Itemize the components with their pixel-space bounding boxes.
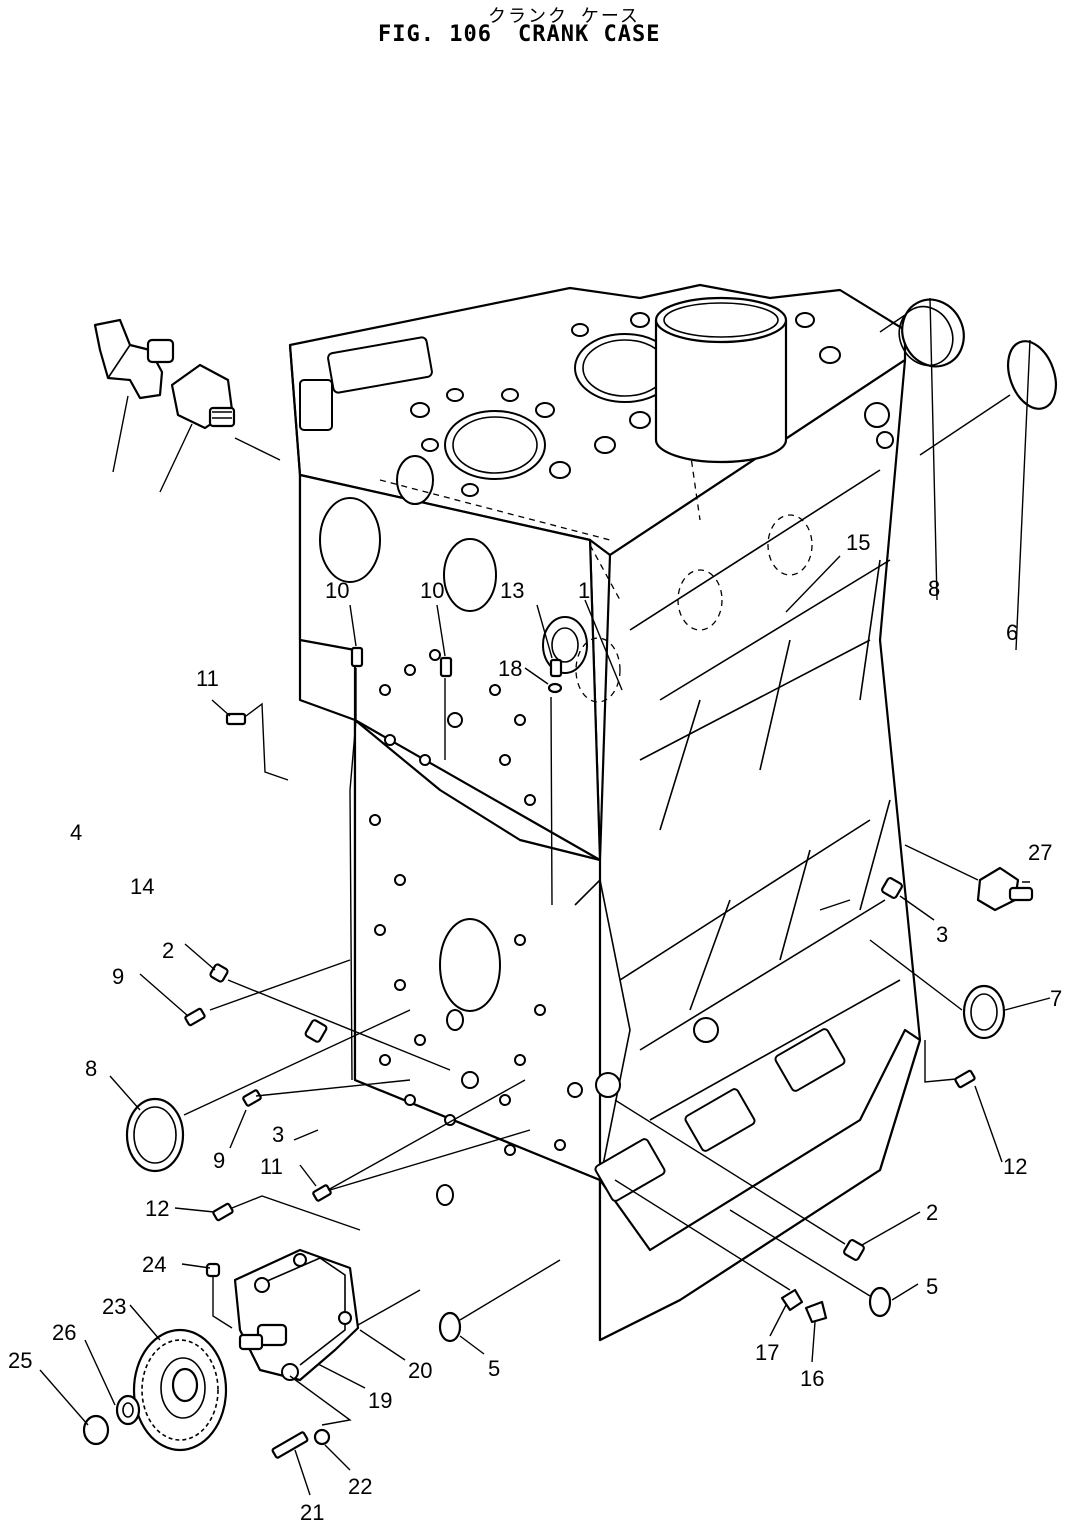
figure-title: CRANK CASE [518, 22, 661, 47]
water-outlet-4 [93, 318, 175, 400]
callout-10-b: 10 [420, 578, 444, 603]
callout-13: 13 [500, 578, 524, 603]
callout-3-left: 3 [272, 1122, 284, 1147]
callout-16: 16 [800, 1366, 824, 1391]
callout-8-top: 8 [928, 576, 940, 601]
callout-20: 20 [408, 1358, 432, 1383]
callout-2-right: 2 [926, 1200, 938, 1225]
callout-labels: 10 10 13 1 15 8 6 11 18 4 14 27 3 2 9 7 … [8, 530, 1062, 1525]
callout-9-bottom: 9 [213, 1148, 225, 1173]
callout-22: 22 [348, 1474, 372, 1499]
callout-7: 7 [1050, 986, 1062, 1011]
callout-14: 14 [130, 874, 154, 899]
callout-21: 21 [300, 1500, 324, 1525]
callout-27: 27 [1028, 840, 1052, 865]
small-fittings [184, 646, 976, 1343]
callout-2-left: 2 [162, 938, 174, 963]
callout-26: 26 [52, 1320, 76, 1345]
callout-12-left: 12 [145, 1196, 169, 1221]
callout-3-right: 3 [936, 922, 948, 947]
front-plate-bolt-holes [369, 649, 583, 1156]
callout-5-left: 5 [488, 1356, 500, 1381]
callout-18: 18 [498, 656, 522, 681]
callout-19: 19 [368, 1388, 392, 1413]
callout-25: 25 [8, 1348, 32, 1373]
expansion-plug-6 [1007, 340, 1057, 410]
pump-housing-19-20 [233, 1248, 360, 1459]
callout-5-right: 5 [926, 1274, 938, 1299]
callout-4: 4 [70, 820, 82, 845]
callout-1: 1 [578, 578, 590, 603]
callout-17: 17 [755, 1340, 779, 1365]
callout-23: 23 [102, 1294, 126, 1319]
callout-11-bottom: 11 [260, 1154, 283, 1179]
seal-8-left [125, 1097, 185, 1173]
figure-title-japanese: クランク ケース [488, 6, 640, 27]
callout-11-top: 11 [196, 666, 219, 691]
union-14 [170, 363, 236, 430]
callout-10-a: 10 [325, 578, 349, 603]
leader-lines [39, 297, 1051, 1496]
callout-15: 15 [846, 530, 870, 555]
callout-6: 6 [1006, 620, 1018, 645]
callout-9-top: 9 [112, 964, 124, 989]
cylinder-liner [654, 296, 788, 464]
callout-24: 24 [142, 1252, 166, 1277]
figure-number: FIG. 106 [378, 22, 492, 47]
sensor-27 [976, 866, 1034, 912]
callout-8-left: 8 [85, 1056, 97, 1081]
crank-case-block [288, 283, 922, 1342]
seal-7 [962, 984, 1006, 1040]
callout-12-right: 12 [1003, 1154, 1027, 1179]
idler-gear-23 [82, 1328, 228, 1452]
expansion-plug-8-top [898, 298, 965, 368]
